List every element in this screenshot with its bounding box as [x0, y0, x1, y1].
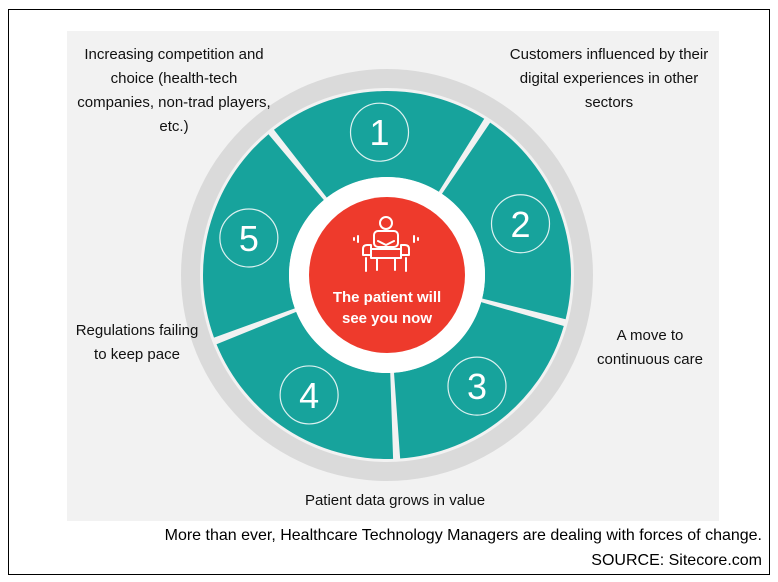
force-label-3: A move to continuous care — [597, 327, 703, 368]
segment-4-badge — [279, 365, 339, 425]
segment-1-number: 1 — [370, 112, 390, 153]
segment-2-badge — [490, 194, 551, 254]
center-circle — [309, 197, 465, 353]
segment-4-number: 4 — [299, 375, 319, 416]
center-title-line-2: see you now — [342, 310, 432, 327]
segment-3-number: 3 — [467, 366, 487, 407]
figure-caption: More than ever, Healthcare Technology Ma… — [164, 527, 762, 544]
force-label-2: Customers influenced by their digital ex… — [509, 46, 709, 111]
segment-5-badge — [219, 208, 279, 268]
segment-1 — [273, 91, 485, 198]
segment-4 — [216, 311, 394, 459]
seated-patient-icon — [353, 216, 419, 272]
center-title-line-1: The patient will — [333, 289, 441, 306]
segment-3 — [394, 302, 564, 459]
segments-layer: 1 2 3 4 5 — [203, 91, 571, 459]
segment-1-badge — [349, 102, 410, 162]
force-label-4: Patient data grows in value — [304, 492, 486, 509]
segment-5-number: 5 — [239, 218, 259, 259]
force-label-5: Regulations failing to keep pace — [75, 322, 199, 363]
segment-2 — [441, 122, 571, 320]
force-label-1: Increasing competition and choice (healt… — [77, 46, 271, 135]
segment-5 — [203, 134, 324, 338]
segment-3-badge — [447, 356, 507, 416]
segment-2-number: 2 — [510, 204, 530, 245]
source-credit: SOURCE: Sitecore.com — [591, 552, 762, 569]
